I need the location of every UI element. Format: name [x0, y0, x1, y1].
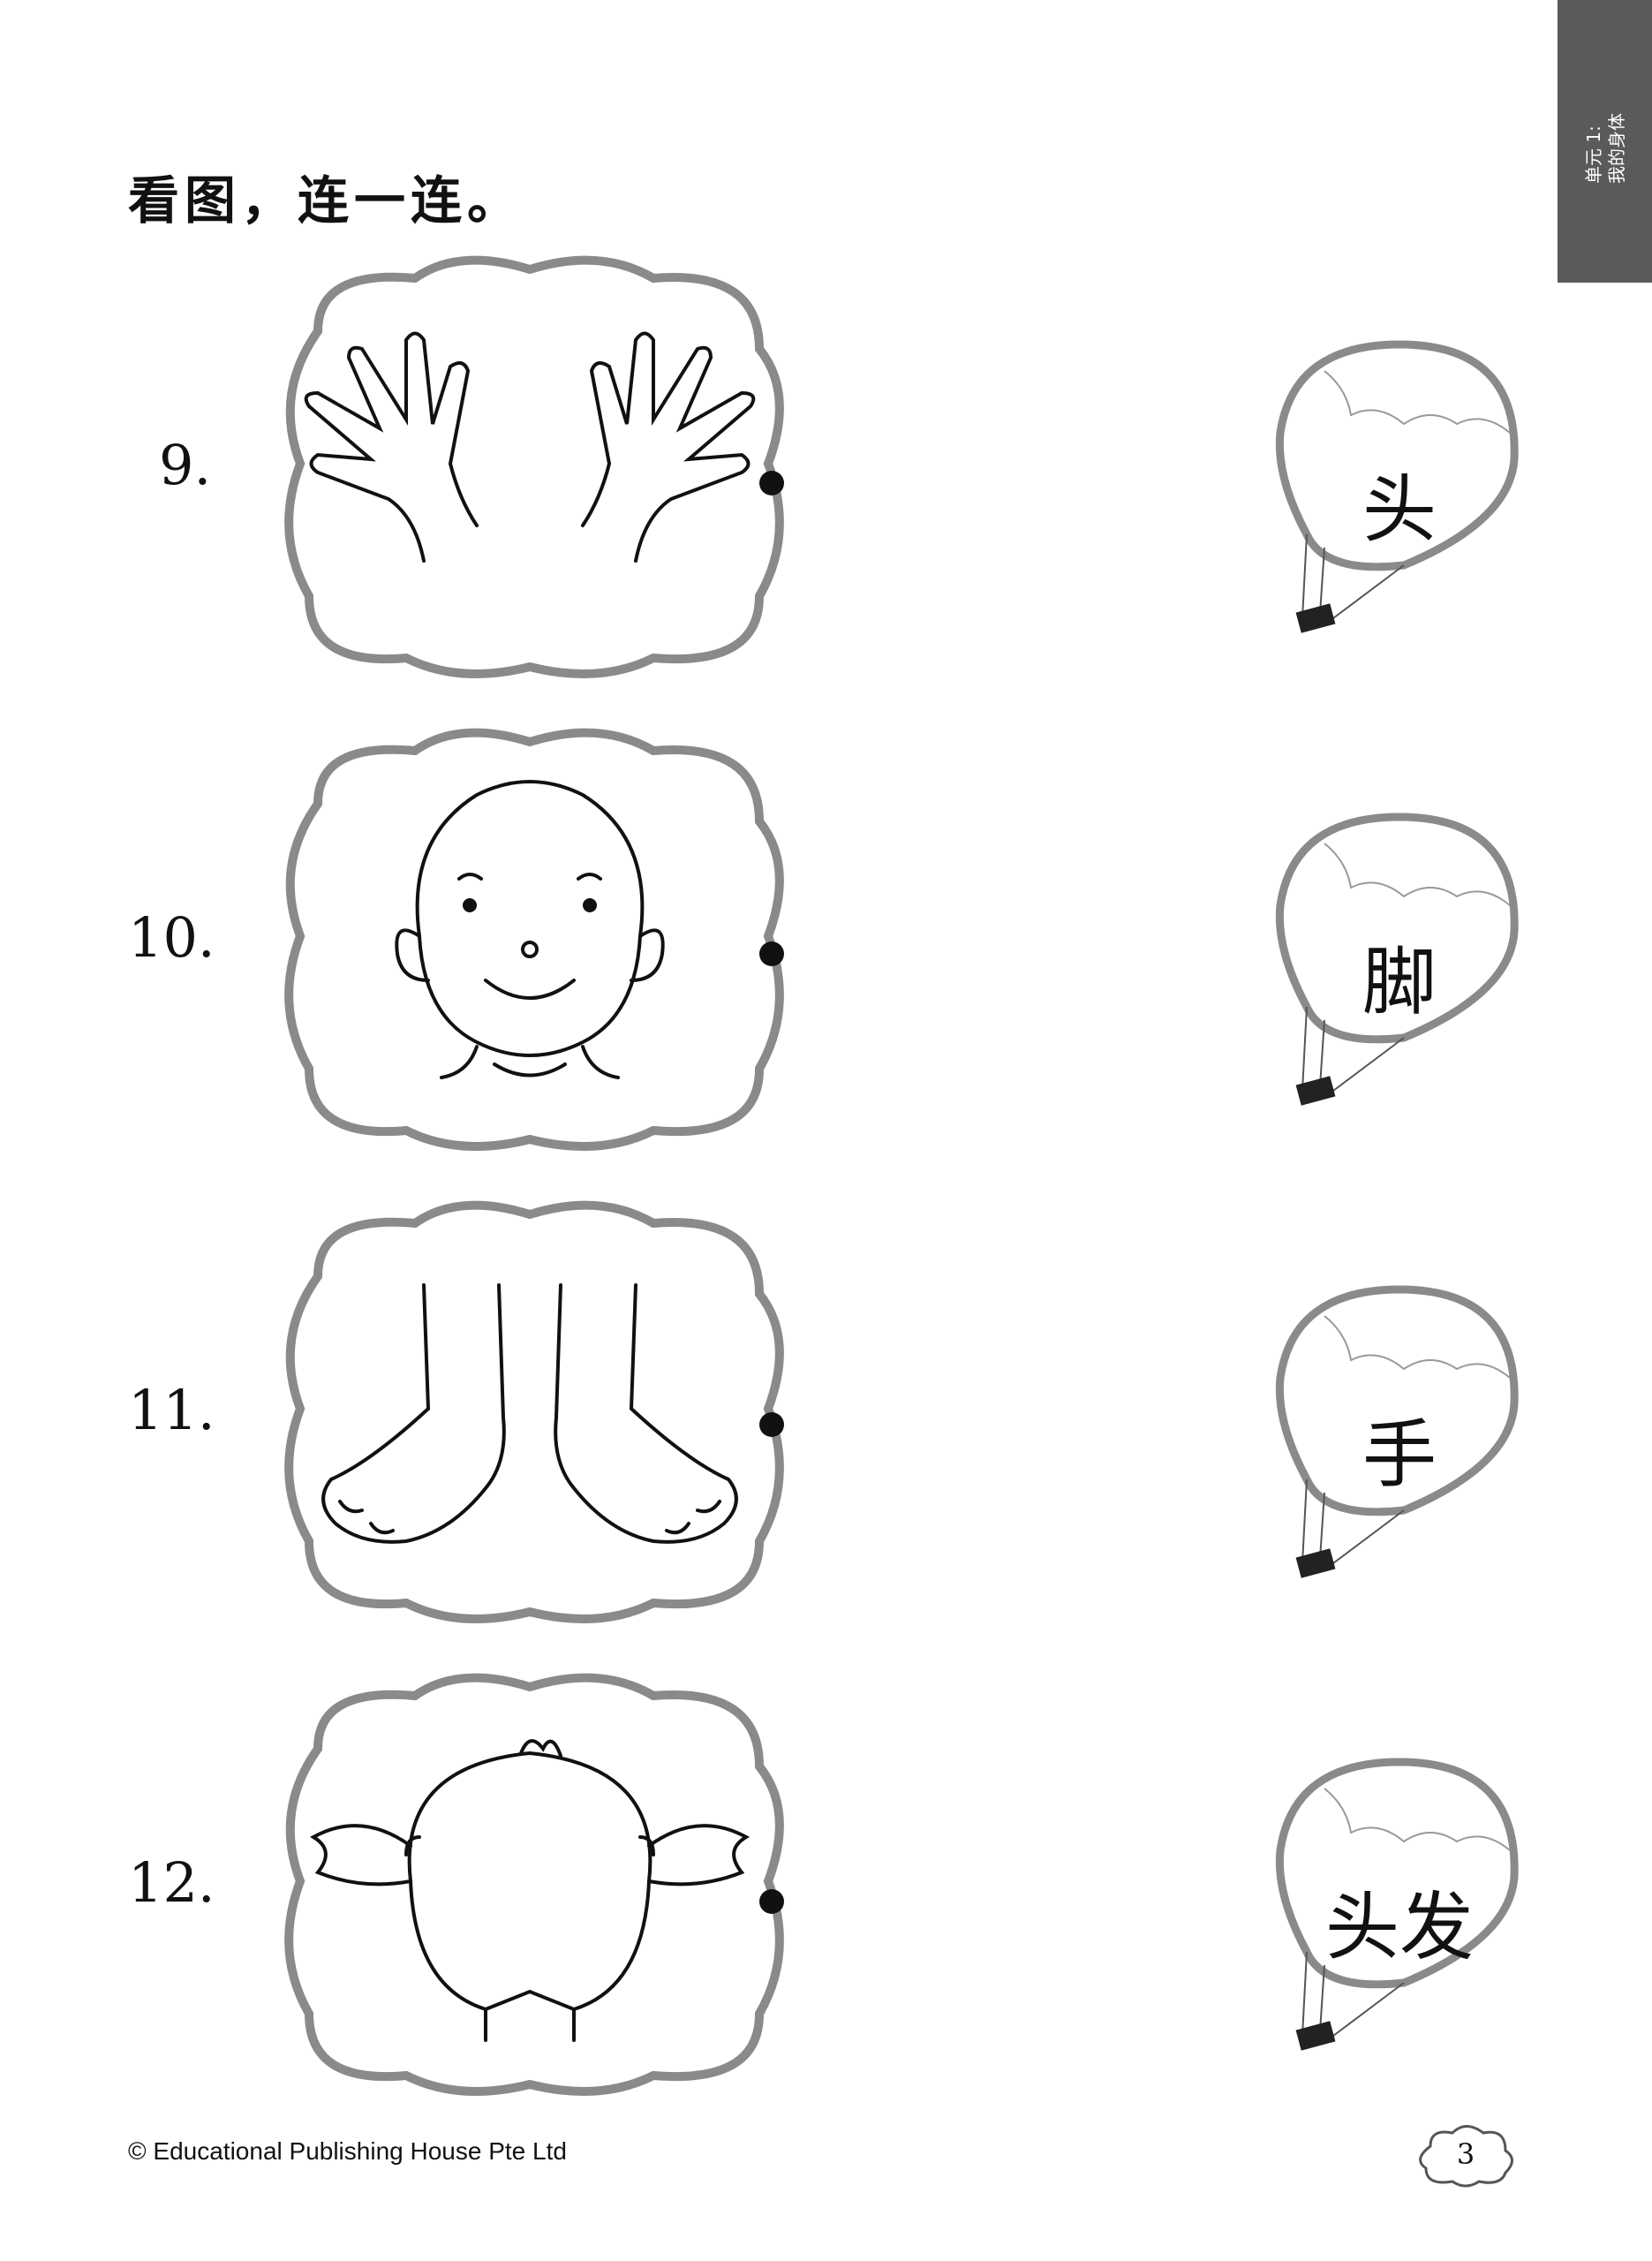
- balloon-icon-4[interactable]: [1271, 1753, 1528, 2053]
- copyright-notice: © Educational Publishing House Pte Ltd: [128, 2137, 567, 2165]
- picture-cloud-feet: [284, 1200, 784, 1623]
- balloon-word-3: 手: [1362, 1411, 1437, 1498]
- page-number: 3: [1456, 2137, 1475, 2171]
- item-number-11: 11.: [128, 1378, 215, 1442]
- balloon-word-1: 头: [1362, 466, 1437, 553]
- picture-cloud-hands: [284, 255, 784, 678]
- face-icon: [395, 780, 665, 1079]
- unit-tab-line1: 单元 1:: [1583, 125, 1604, 184]
- page-number-cloud: [1419, 2125, 1513, 2188]
- picture-cloud-hair: [284, 1673, 784, 2096]
- balloon-icon-3[interactable]: [1271, 1281, 1528, 1581]
- match-dot-12[interactable]: [759, 1889, 784, 1914]
- match-dot-11[interactable]: [759, 1412, 784, 1437]
- unit-tab: 单元 1: 我的身体: [1558, 0, 1652, 283]
- balloon-word-4: 头发: [1324, 1884, 1474, 1970]
- balloon-word-2: 脚: [1362, 939, 1437, 1025]
- balloon-icon-1[interactable]: [1271, 336, 1528, 636]
- item-number-9: 9.: [159, 433, 212, 497]
- unit-tab-line2: 我的身体: [1606, 113, 1627, 184]
- match-dot-9[interactable]: [759, 471, 784, 495]
- picture-cloud-face: [284, 728, 784, 1151]
- match-dot-10[interactable]: [759, 941, 784, 966]
- hands-icon: [304, 331, 756, 563]
- hair-icon: [309, 1739, 751, 2042]
- item-number-12: 12.: [128, 1850, 215, 1915]
- instruction-heading: 看图，连一连。: [128, 170, 524, 231]
- unit-tab-text: 单元 1: 我的身体: [1558, 0, 1652, 283]
- feet-icon: [321, 1283, 738, 1544]
- balloon-icon-2[interactable]: [1271, 808, 1528, 1108]
- item-number-10: 10.: [128, 905, 215, 970]
